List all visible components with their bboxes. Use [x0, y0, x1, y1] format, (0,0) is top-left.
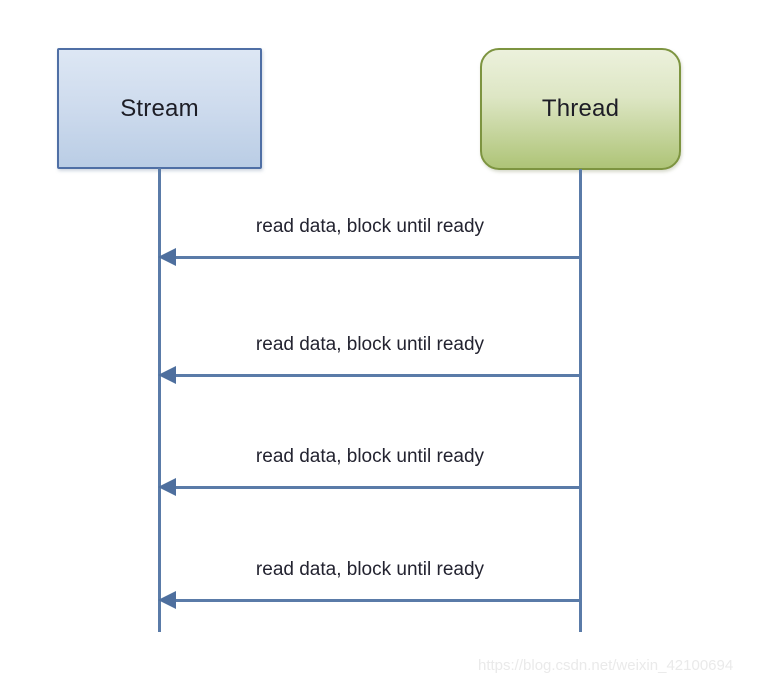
arrowhead-left-icon-1: [158, 248, 176, 266]
arrowhead-left-icon-3: [158, 478, 176, 496]
lifeline-stream: [158, 168, 161, 632]
message-line-1: [168, 256, 582, 259]
watermark-text: https://blog.csdn.net/weixin_42100694: [478, 657, 734, 674]
participant-label-stream: Stream: [120, 94, 199, 122]
message-label-4: read data, block until ready: [255, 559, 485, 580]
message-line-4: [168, 599, 582, 602]
message-line-2: [168, 374, 582, 377]
message-label-3: read data, block until ready: [255, 446, 485, 467]
message-label-2: read data, block until ready: [255, 334, 485, 355]
message-line-3: [168, 486, 582, 489]
arrowhead-left-icon-2: [158, 366, 176, 384]
participant-box-stream[interactable]: Stream: [57, 48, 262, 169]
participant-label-thread: Thread: [541, 95, 620, 122]
message-label-1: read data, block until ready: [255, 216, 485, 237]
participant-box-thread[interactable]: Thread: [480, 48, 681, 170]
lifeline-thread: [579, 169, 582, 632]
arrowhead-left-icon-4: [158, 591, 176, 609]
